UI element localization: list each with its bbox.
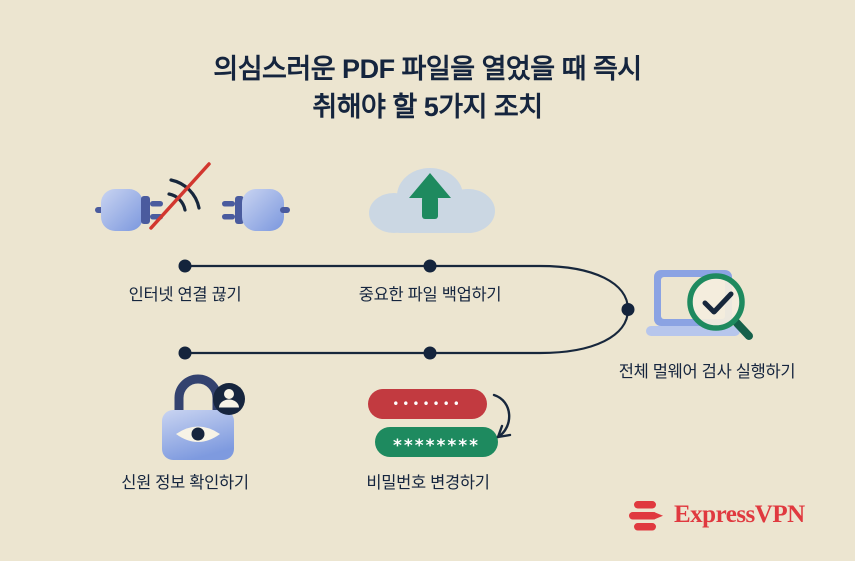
old-password-mask: •••••••: [392, 397, 463, 411]
page-title-line2: 취해야 할 5가지 조치: [312, 92, 543, 122]
lock-shackle: [174, 374, 222, 412]
step-label-backup: 중요한 파일 백업하기: [358, 286, 502, 304]
malware-scan-icon: [646, 270, 753, 340]
expressvpn-wordmark: ExpressVPN: [674, 501, 805, 528]
step-dot: [621, 303, 635, 316]
old-password-field: •••••••: [368, 389, 487, 419]
cloud-upload-icon: [369, 168, 495, 233]
step-label-password: 비밀번호 변경하기: [366, 474, 490, 492]
page-title: 의심스러운 PDF 파일을 열었을 때 즉시 취해야 할 5가지 조치: [0, 50, 855, 126]
timeline-curve: [185, 264, 630, 355]
page-title-line1: 의심스러운 PDF 파일을 열었을 때 즉시: [213, 54, 642, 84]
step-label-malware-scan: 전체 멀웨어 검사 실행하기: [618, 363, 796, 381]
step-dot: [178, 259, 192, 273]
step-label-disconnect: 인터넷 연결 끊기: [128, 286, 242, 304]
step-label-identity: 신원 정보 확인하기: [121, 474, 249, 492]
wifi-signal-icon: [167, 178, 201, 212]
upload-arrow-icon: [409, 173, 451, 219]
checkmark-icon: [702, 291, 734, 315]
new-password-field: ********: [375, 427, 498, 457]
step-dot: [423, 346, 437, 360]
expressvpn-mark-icon: [629, 501, 663, 531]
magnifier-icon: [687, 273, 745, 331]
identity-lock-icon: [162, 374, 245, 460]
red-slash-icon: [149, 162, 211, 230]
disconnected-plug-icon: [95, 162, 290, 231]
step-dot: [423, 259, 437, 273]
change-arrow-icon: [492, 393, 512, 439]
new-password-mask: ********: [392, 435, 481, 456]
step-dot: [178, 346, 192, 360]
magnifier-handle: [731, 317, 753, 340]
